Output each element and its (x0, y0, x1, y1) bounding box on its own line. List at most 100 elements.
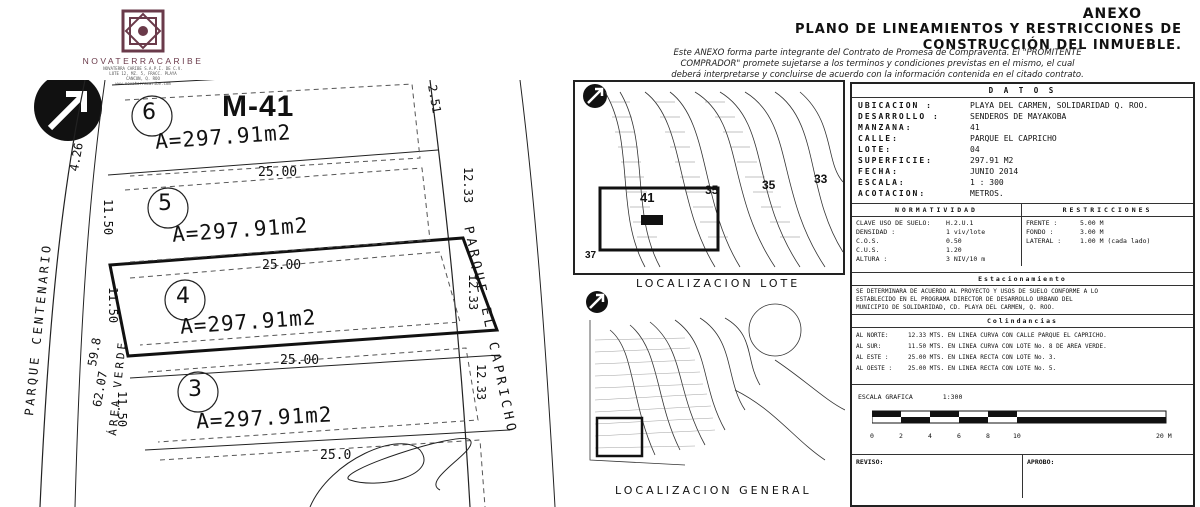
colindancia-value: 25.00 MTS. EN LINEA RECTA CON LOTE No. 5… (908, 365, 1057, 372)
datos-key: ESCALA: (858, 178, 906, 187)
anexo-title: ANEXO (1082, 6, 1142, 22)
map-manzana-41: 41 (640, 190, 655, 205)
colindancia-row: AL OESTE : 25.00 MTS. EN LINEA RECTA CON … (856, 363, 1189, 374)
datos-key: MANZANA: (858, 123, 913, 132)
datos-table: UBICACION : PLAYA DEL CARMEN, SOLIDARIDAD… (852, 98, 1193, 203)
normatividad-table: CLAVE USO DE SUELO:H.2.U.1 DENSIDAD :1 v… (852, 217, 1021, 266)
norm-key: C.O.S. (856, 237, 880, 245)
datos-row: CALLE: PARQUE EL CAPRICHO (852, 133, 1193, 144)
norm-key: C.U.S. (856, 246, 880, 254)
manzana-label: M-41 (222, 90, 295, 123)
colindancia-value: 11.50 MTS. EN LINEA CURVA CON LOTE No. 8… (908, 343, 1107, 350)
location-map-lote (573, 80, 845, 275)
datos-value: PARQUE EL CAPRICHO (970, 134, 1057, 143)
intro-line: COMPRADOR" promete sujetarse a los termi… (680, 59, 1075, 69)
localizacion-general-label: LOCALIZACION GENERAL (615, 484, 812, 497)
scale-tick: 2 (899, 432, 903, 440)
escala-label: ESCALA GRAFICA (858, 393, 913, 401)
map-manzana-35: 35 (762, 178, 776, 192)
norm-value: 1.20 (946, 246, 962, 254)
estacionamiento-text: SE DETERMINARA DE ACUERDO AL PROYECTO Y … (852, 286, 1193, 314)
dimension-label: 25.00 (258, 165, 298, 180)
escala-header: ESCALA GRAFICA 1:300 (858, 393, 1187, 402)
datos-value: PLAYA DEL CARMEN, SOLIDARIDAD Q. ROO. (970, 101, 1149, 110)
norm-value: 0.50 (946, 237, 962, 245)
data-panel: D A T O S UBICACION : PLAYA DEL CARMEN, S… (850, 82, 1195, 507)
colindancia-key: AL SUR: (856, 343, 882, 350)
lot-plan-drawing (34, 80, 556, 507)
reviso-field: REVISO: (852, 455, 1023, 498)
restricciones-table: FRENTE :5.00 M FONDO : 3.00 M LATERAL : 1.… (1022, 217, 1193, 248)
datos-heading: D A T O S (852, 84, 1193, 98)
datos-value: JUNIO 2014 (970, 167, 1019, 176)
estacionamiento-line: SE DETERMINARA DE ACUERDO AL PROYECTO Y … (856, 288, 1099, 295)
colindancia-row: AL SUR: 11.50 MTS. EN LINEA CURVA CON LOT… (856, 341, 1189, 352)
logo-line: NOVATERRA CARIBE S.A.P.I. DE C.V. (103, 66, 183, 71)
restr-key: FONDO : (1026, 228, 1054, 236)
colindancia-key: AL OESTE : (856, 365, 893, 372)
datos-row: MANZANA:41 (852, 122, 1193, 133)
dimension-label: 11.50 (106, 286, 121, 324)
norm-key: ALTURA : (856, 255, 888, 263)
approval-row: REVISO: APROBO: (852, 454, 1193, 498)
datos-row: ESCALA:1 : 300 (852, 177, 1193, 188)
logo-name: NOVATERRACARIBE (82, 56, 204, 66)
datos-value: 04 (970, 145, 980, 154)
scale-tick: 8 (986, 432, 990, 440)
norm-row: DENSIDAD :1 viv/lote (856, 228, 1017, 237)
norm-key: CLAVE USO DE SUELO: (856, 219, 931, 227)
logo-emblem-icon (120, 8, 166, 54)
logo-line: CANCUN, Q. ROO (126, 76, 160, 81)
scale-bar (871, 410, 1167, 424)
colindancias-heading: Colindancias (852, 314, 1193, 328)
location-map-general (575, 290, 846, 485)
norm-row: C.O.S. 0.50 (856, 237, 1017, 246)
colindancia-key: AL ESTE : (856, 354, 889, 361)
datos-row: ACOTACION:METROS. (852, 188, 1193, 199)
datos-key: UBICACION : (858, 101, 933, 110)
restr-value: 3.00 M (1080, 228, 1104, 236)
restr-row: LATERAL : 1.00 M (cada lado) (1026, 237, 1189, 246)
restr-key: FRENTE : (1026, 219, 1058, 227)
datos-row: SUPERFICIE:297.91 M2 (852, 155, 1193, 166)
map-north-arrow-icon (583, 84, 607, 108)
restr-value: 1.00 M (cada lado) (1080, 237, 1151, 245)
general-north-arrow-icon (586, 291, 608, 313)
document-title-line2: CONSTRUCCIÓN DEL INMUEBLE. (922, 38, 1182, 53)
datos-row: FECHA:JUNIO 2014 (852, 166, 1193, 177)
map-manzana-35: 35 (705, 183, 719, 197)
lot-number: 3 (188, 377, 202, 402)
dimension-label: 25.00 (280, 353, 320, 368)
lot-number: 6 (142, 100, 156, 125)
norm-restr-section: NORMATIVIDAD CLAVE USO DE SUELO:H.2.U.1 … (852, 203, 1193, 266)
colindancias-table: AL NORTE: 12.33 MTS. EN LINEA CURVA CON C… (852, 328, 1193, 376)
datos-key: CALLE: (858, 134, 899, 143)
norm-value: 3 NIV/10 m (946, 255, 986, 263)
escala-value: 1:300 (942, 393, 963, 401)
intro-paragraph: Este ANEXO forma parte integrante del Co… (575, 48, 1180, 81)
estacionamiento-line: ESTABLECIDO EN EL PROGRAMA DIRECTOR DE D… (856, 296, 1073, 303)
colindancia-value: 12.33 MTS. EN LINEA CURVA CON CALLE PARQ… (908, 332, 1107, 339)
scale-tick: 6 (957, 432, 961, 440)
aprobo-field: APROBO: (1027, 458, 1055, 466)
lot-number: 4 (176, 284, 190, 309)
colindancia-key: AL NORTE: (856, 332, 889, 339)
scale-ticks: 0 2 4 6 8 10 20 M (870, 432, 1187, 442)
datos-key: SUPERFICIE: (858, 156, 933, 165)
estacionamiento-line: MUNICIPIO DE SOLIDARIDAD, CD. PLAYA DEL … (856, 304, 1055, 311)
intro-line: deberá interpretarse y concluirse de acu… (671, 70, 1084, 80)
estacionamiento-heading: Estacionamiento (852, 272, 1193, 286)
datos-key: LOTE: (858, 145, 893, 154)
scale-tick: 20 M (1156, 432, 1172, 440)
restr-key: LATERAL : (1026, 237, 1062, 245)
map-manzana-37: 37 (585, 250, 597, 261)
restricciones-block: RESTRICCIONES FRENTE :5.00 M FONDO :3.00… (1022, 204, 1193, 266)
normatividad-heading: NORMATIVIDAD (852, 204, 1021, 217)
normatividad-block: NORMATIVIDAD CLAVE USO DE SUELO:H.2.U.1 … (852, 204, 1022, 266)
restr-row: FRENTE :5.00 M (1026, 219, 1189, 228)
datos-value: SENDEROS DE MAYAKOBA (970, 112, 1067, 121)
datos-row: LOTE: 04 (852, 144, 1193, 155)
logo-line: LOTE 12, MZ. 5, FRACC. PLAYA (109, 71, 177, 76)
colindancia-row: AL ESTE :25.00 MTS. EN LINEA RECTA CON L… (856, 352, 1189, 363)
datos-row: DESARROLLO :SENDEROS DE MAYAKOBA (852, 111, 1193, 122)
